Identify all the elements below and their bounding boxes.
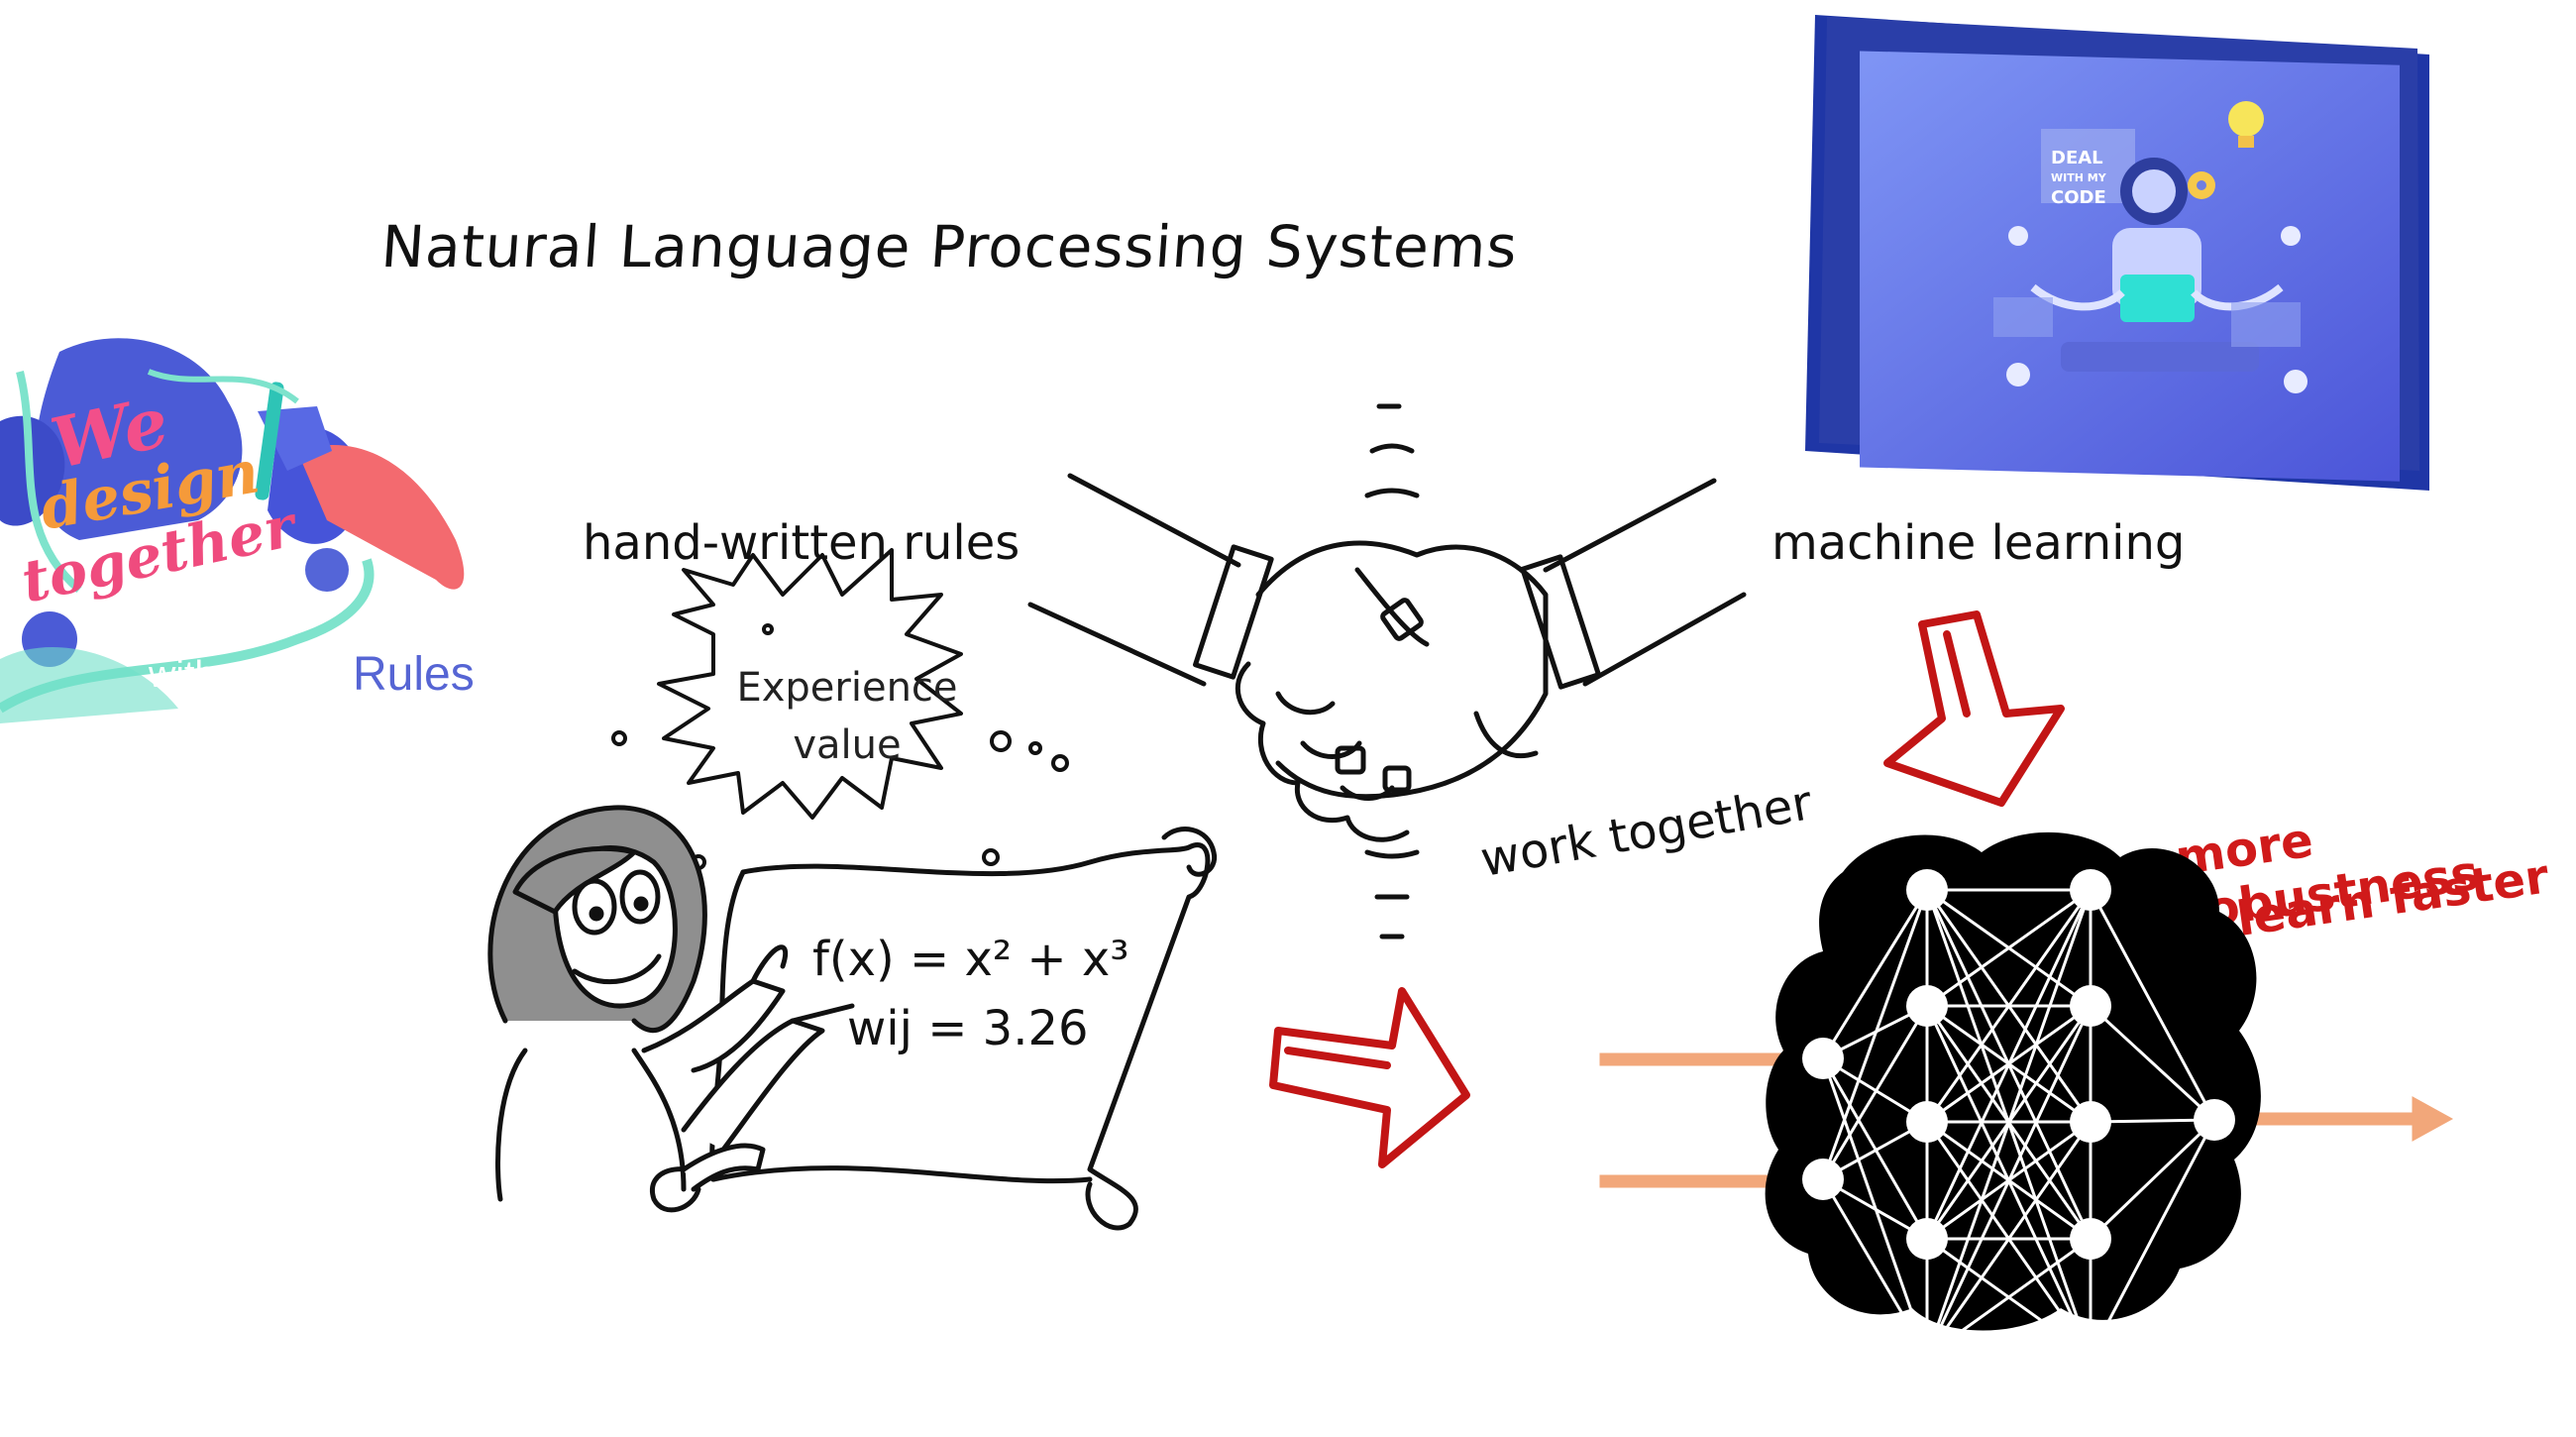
network-edge	[2089, 1004, 2216, 1122]
network-node	[1906, 985, 1948, 1027]
network-edge	[1925, 889, 2093, 1123]
laptop-label-line-2: WITH MY	[2051, 171, 2106, 184]
red-arrow-right-icon	[1269, 987, 1470, 1168]
network-edge	[1925, 889, 2093, 1240]
network-node	[2070, 1335, 2111, 1377]
laptop-deal-label: DEAL WITH MY CODE	[2051, 149, 2106, 208]
neural-network-icon	[1802, 869, 2235, 1377]
sticker-word-with-our: with our	[149, 654, 281, 696]
network-node	[1906, 1218, 1948, 1260]
laptop-label-line-3: CODE	[2051, 187, 2106, 208]
gear-icon	[2188, 171, 2215, 199]
network-node	[1906, 1101, 1948, 1143]
network-node	[1802, 1159, 1844, 1200]
network-edge	[2089, 889, 2216, 1121]
burst-text: Experience value	[698, 659, 996, 774]
network-edge	[1926, 888, 2092, 1008]
network-edge	[1821, 889, 1929, 1180]
network-node	[2070, 985, 2111, 1027]
network-edge	[2089, 1119, 2216, 1357]
label-machine-learning: machine learning	[1771, 515, 2186, 571]
network-node	[2070, 1101, 2111, 1143]
burst-line-1: Experience	[736, 665, 958, 711]
network-edge	[1925, 1005, 2093, 1357]
vibration-marks	[1364, 403, 1420, 940]
handshake-icon	[1027, 473, 1747, 842]
network-node	[2070, 869, 2111, 911]
laptop-art	[1805, 15, 2429, 491]
network-node	[1906, 1335, 1948, 1377]
burst-line-2: value	[793, 722, 902, 768]
sticker-art	[0, 338, 465, 723]
lightbulb-icon	[2228, 101, 2264, 148]
network-edge	[1821, 889, 1929, 1059]
network-edge	[1925, 889, 2093, 1357]
laptop-label-line-1: DEAL	[2051, 148, 2103, 168]
network-edge	[1821, 1057, 1929, 1357]
network-edge	[1821, 1057, 1929, 1240]
network-node	[1906, 869, 1948, 911]
presenter-figure	[487, 805, 855, 1202]
robot-icon	[2006, 158, 2308, 393]
network-node	[2070, 1218, 2111, 1260]
sticker-word-rules: Rules	[347, 647, 481, 702]
brain-icon	[1765, 831, 2261, 1331]
network-edge	[2089, 1118, 2216, 1241]
formula-fx: f(x) = x² + x³	[812, 932, 1129, 987]
label-hand-written-rules: hand-written rules	[583, 515, 1020, 571]
thought-burst-icon	[611, 548, 1069, 870]
network-edge	[1821, 1005, 1929, 1180]
we-design-together-sticker: We design together with our Rules	[0, 332, 495, 723]
laptop-illustration: DEAL WITH MY CODE	[1805, 15, 2439, 491]
network-edge	[1925, 1121, 2093, 1357]
network-node	[1802, 1038, 1844, 1079]
input-arrows	[1599, 1037, 2454, 1204]
network-edge	[1926, 1237, 2092, 1358]
formula-wij: wij = 3.26	[847, 1001, 1089, 1056]
network-node	[2194, 1099, 2235, 1141]
red-arrow-down-icon	[1883, 610, 2065, 807]
network-edge	[1821, 1178, 1929, 1357]
